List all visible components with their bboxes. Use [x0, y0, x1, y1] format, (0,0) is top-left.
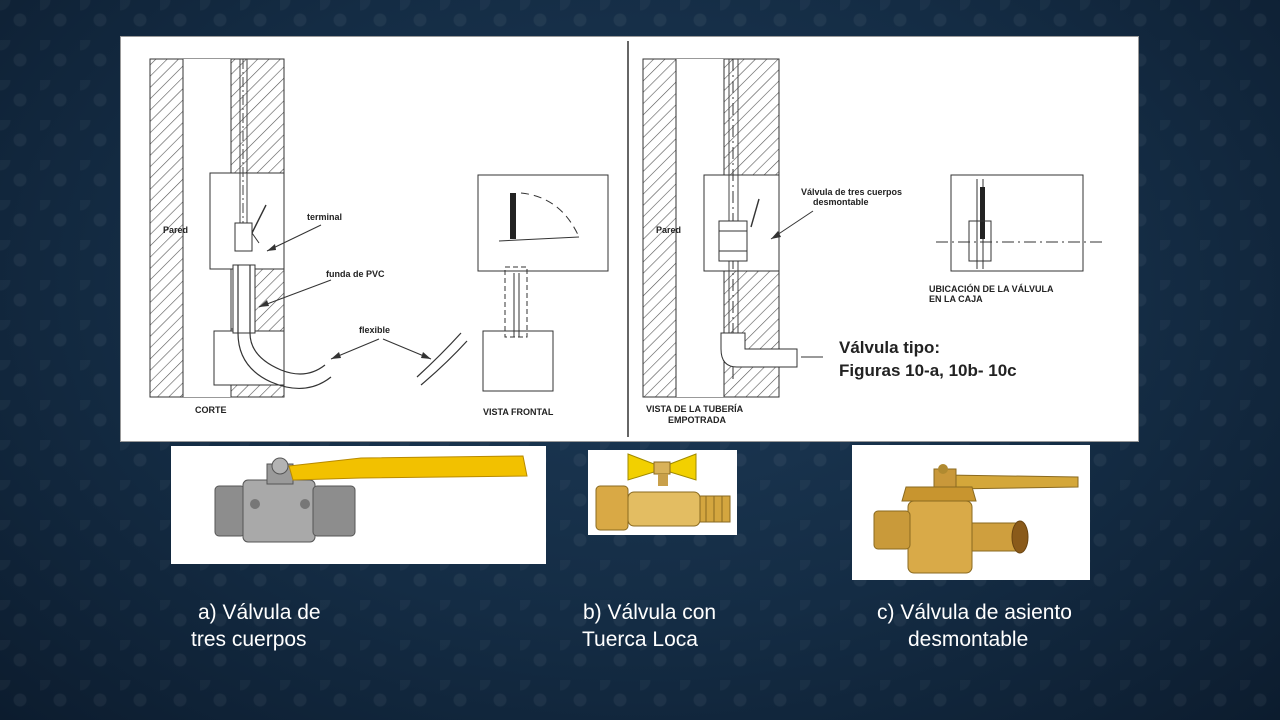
label-flexible: flexible [359, 325, 390, 335]
label-valvula-2: desmontable [813, 197, 869, 207]
label-corte: CORTE [195, 405, 227, 415]
caption-a: a) Válvula de tres cuerpos [191, 599, 321, 653]
label-terminal: terminal [307, 212, 342, 222]
caption-c-line1: c) Válvula de asiento [877, 601, 1072, 624]
label-tipo-2: Figuras 10-a, 10b- 10c [839, 361, 1017, 380]
front-box [477, 174, 609, 272]
photo-union-nut-valve [588, 450, 737, 535]
corte-section: Pared terminal funda de PVC flexible COR… [149, 58, 432, 415]
label-pared-left: Pared [163, 225, 188, 235]
lower-box [213, 330, 285, 386]
photo-seat-valve [852, 445, 1090, 580]
vista-frontal-section: VISTA FRONTAL [416, 174, 609, 417]
caption-a-line2: tres cuerpos [191, 628, 307, 651]
tuberia-section: Pared Válvula de tres cuerpos desmontabl… [642, 58, 1106, 425]
box-location [950, 174, 1084, 272]
label-vista-1: VISTA DE LA TUBERÍA [646, 404, 744, 414]
label-pared-right: Pared [656, 225, 681, 235]
label-funda: funda de PVC [326, 269, 385, 279]
caption-b-line1: b) Válvula con [583, 601, 717, 624]
caption-b: b) Válvula con Tuerca Loca [582, 599, 716, 653]
label-ubicacion-1: UBICACIÓN DE LA VÁLVULA [929, 283, 1054, 294]
label-tipo-1: Válvula tipo: [839, 338, 940, 357]
union-nut-valve-image [595, 453, 731, 531]
caption-b-line2: Tuerca Loca [582, 628, 698, 651]
pvc-sleeve [232, 264, 256, 334]
three-body-valve-image [214, 455, 528, 543]
installation-diagram: Pared terminal funda de PVC flexible COR… [120, 36, 1139, 442]
seat-valve-image [873, 464, 1079, 574]
photo-three-body-valve [171, 446, 546, 564]
caption-a-line1: a) Válvula de [198, 601, 321, 624]
caption-c-line2: desmontable [908, 628, 1029, 651]
label-valvula-1: Válvula de tres cuerpos [801, 187, 902, 197]
label-vista-2: EMPOTRADA [668, 415, 726, 425]
label-vista-frontal: VISTA FRONTAL [483, 407, 554, 417]
union-nut [595, 485, 629, 531]
diagram-svg: Pared terminal funda de PVC flexible COR… [149, 41, 1106, 437]
elbow-pipe [720, 332, 798, 368]
label-ubicacion-2: EN LA CAJA [929, 294, 983, 304]
flexible-hose-left [237, 265, 332, 390]
caption-c: c) Válvula de asiento desmontable [877, 599, 1072, 653]
flexible-hose-right [416, 332, 462, 378]
yellow-handle [288, 455, 528, 481]
front-lower-box [482, 330, 554, 392]
